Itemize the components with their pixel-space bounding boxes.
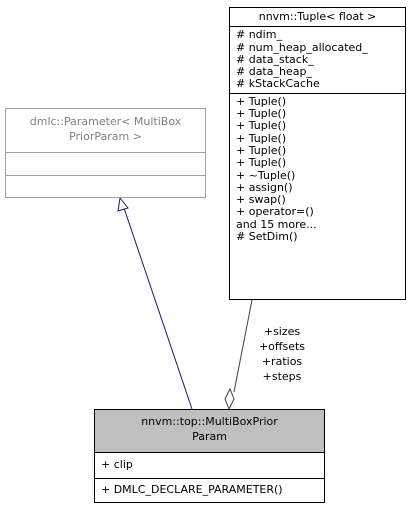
class-title-line: PriorParam > (69, 130, 142, 143)
attribute: # data_stack_ (236, 52, 314, 66)
tuple-attributes: # ndim_ # num_heap_allocated_ # data_sta… (230, 26, 405, 92)
parameter-class-title: dmlc::Parameter< MultiBox PriorParam > (6, 109, 205, 152)
method: + Tuple() (236, 107, 287, 121)
role-label: +sizes (263, 325, 301, 338)
main-class-title: nnvm::top::MultiBoxPrior Param (95, 410, 324, 452)
tuple-class-title: nnvm::Tuple< float > (230, 8, 405, 26)
method: + DMLC_DECLARE_PARAMETER() (101, 483, 283, 496)
parameter-class-box[interactable]: dmlc::Parameter< MultiBox PriorParam > (5, 108, 206, 198)
main-attributes: + clip (95, 452, 324, 478)
attribute: # kStackCache (236, 77, 320, 91)
method: + assign() (236, 180, 293, 194)
method: + Tuple() (236, 131, 287, 145)
method: + Tuple() (236, 156, 287, 170)
attribute: # num_heap_allocated_ (236, 40, 368, 54)
main-class-box[interactable]: nnvm::top::MultiBoxPrior Param + clip + … (94, 409, 325, 503)
role-label: +steps (262, 370, 302, 383)
parameter-attributes (6, 152, 205, 175)
class-title-line: Param (192, 430, 227, 443)
tuple-class-box[interactable]: nnvm::Tuple< float > # ndim_ # num_heap_… (229, 7, 406, 300)
main-methods: + DMLC_DECLARE_PARAMETER() (95, 478, 324, 502)
class-title: nnvm::Tuple< float > (258, 10, 377, 23)
method: + swap() (236, 193, 286, 207)
more-methods-note: and 15 more... (236, 217, 317, 231)
attribute: # data_heap_ (236, 65, 312, 79)
method: + operator=() (236, 205, 314, 219)
class-title-line: nnvm::top::MultiBoxPrior (141, 415, 278, 428)
association-line (233, 299, 253, 393)
method: + Tuple() (236, 94, 287, 108)
association-labels: +sizes +offsets +ratios +steps (250, 324, 314, 384)
method: + Tuple() (236, 119, 287, 133)
attribute: + clip (101, 458, 133, 471)
tuple-methods: + Tuple() + Tuple() + Tuple() + Tuple() … (230, 92, 405, 246)
aggregation-diamond (224, 387, 235, 411)
inheritance-line (123, 207, 193, 410)
class-title-line: dmlc::Parameter< MultiBox (29, 115, 182, 128)
role-label: +offsets (258, 340, 306, 353)
parameter-methods (6, 175, 205, 197)
inheritance-arrowhead (117, 196, 129, 212)
method: + ~Tuple() (236, 168, 296, 182)
attribute: # ndim_ (236, 28, 282, 42)
role-label: +ratios (261, 355, 303, 368)
method: # SetDim() (236, 230, 298, 244)
method: + Tuple() (236, 143, 287, 157)
